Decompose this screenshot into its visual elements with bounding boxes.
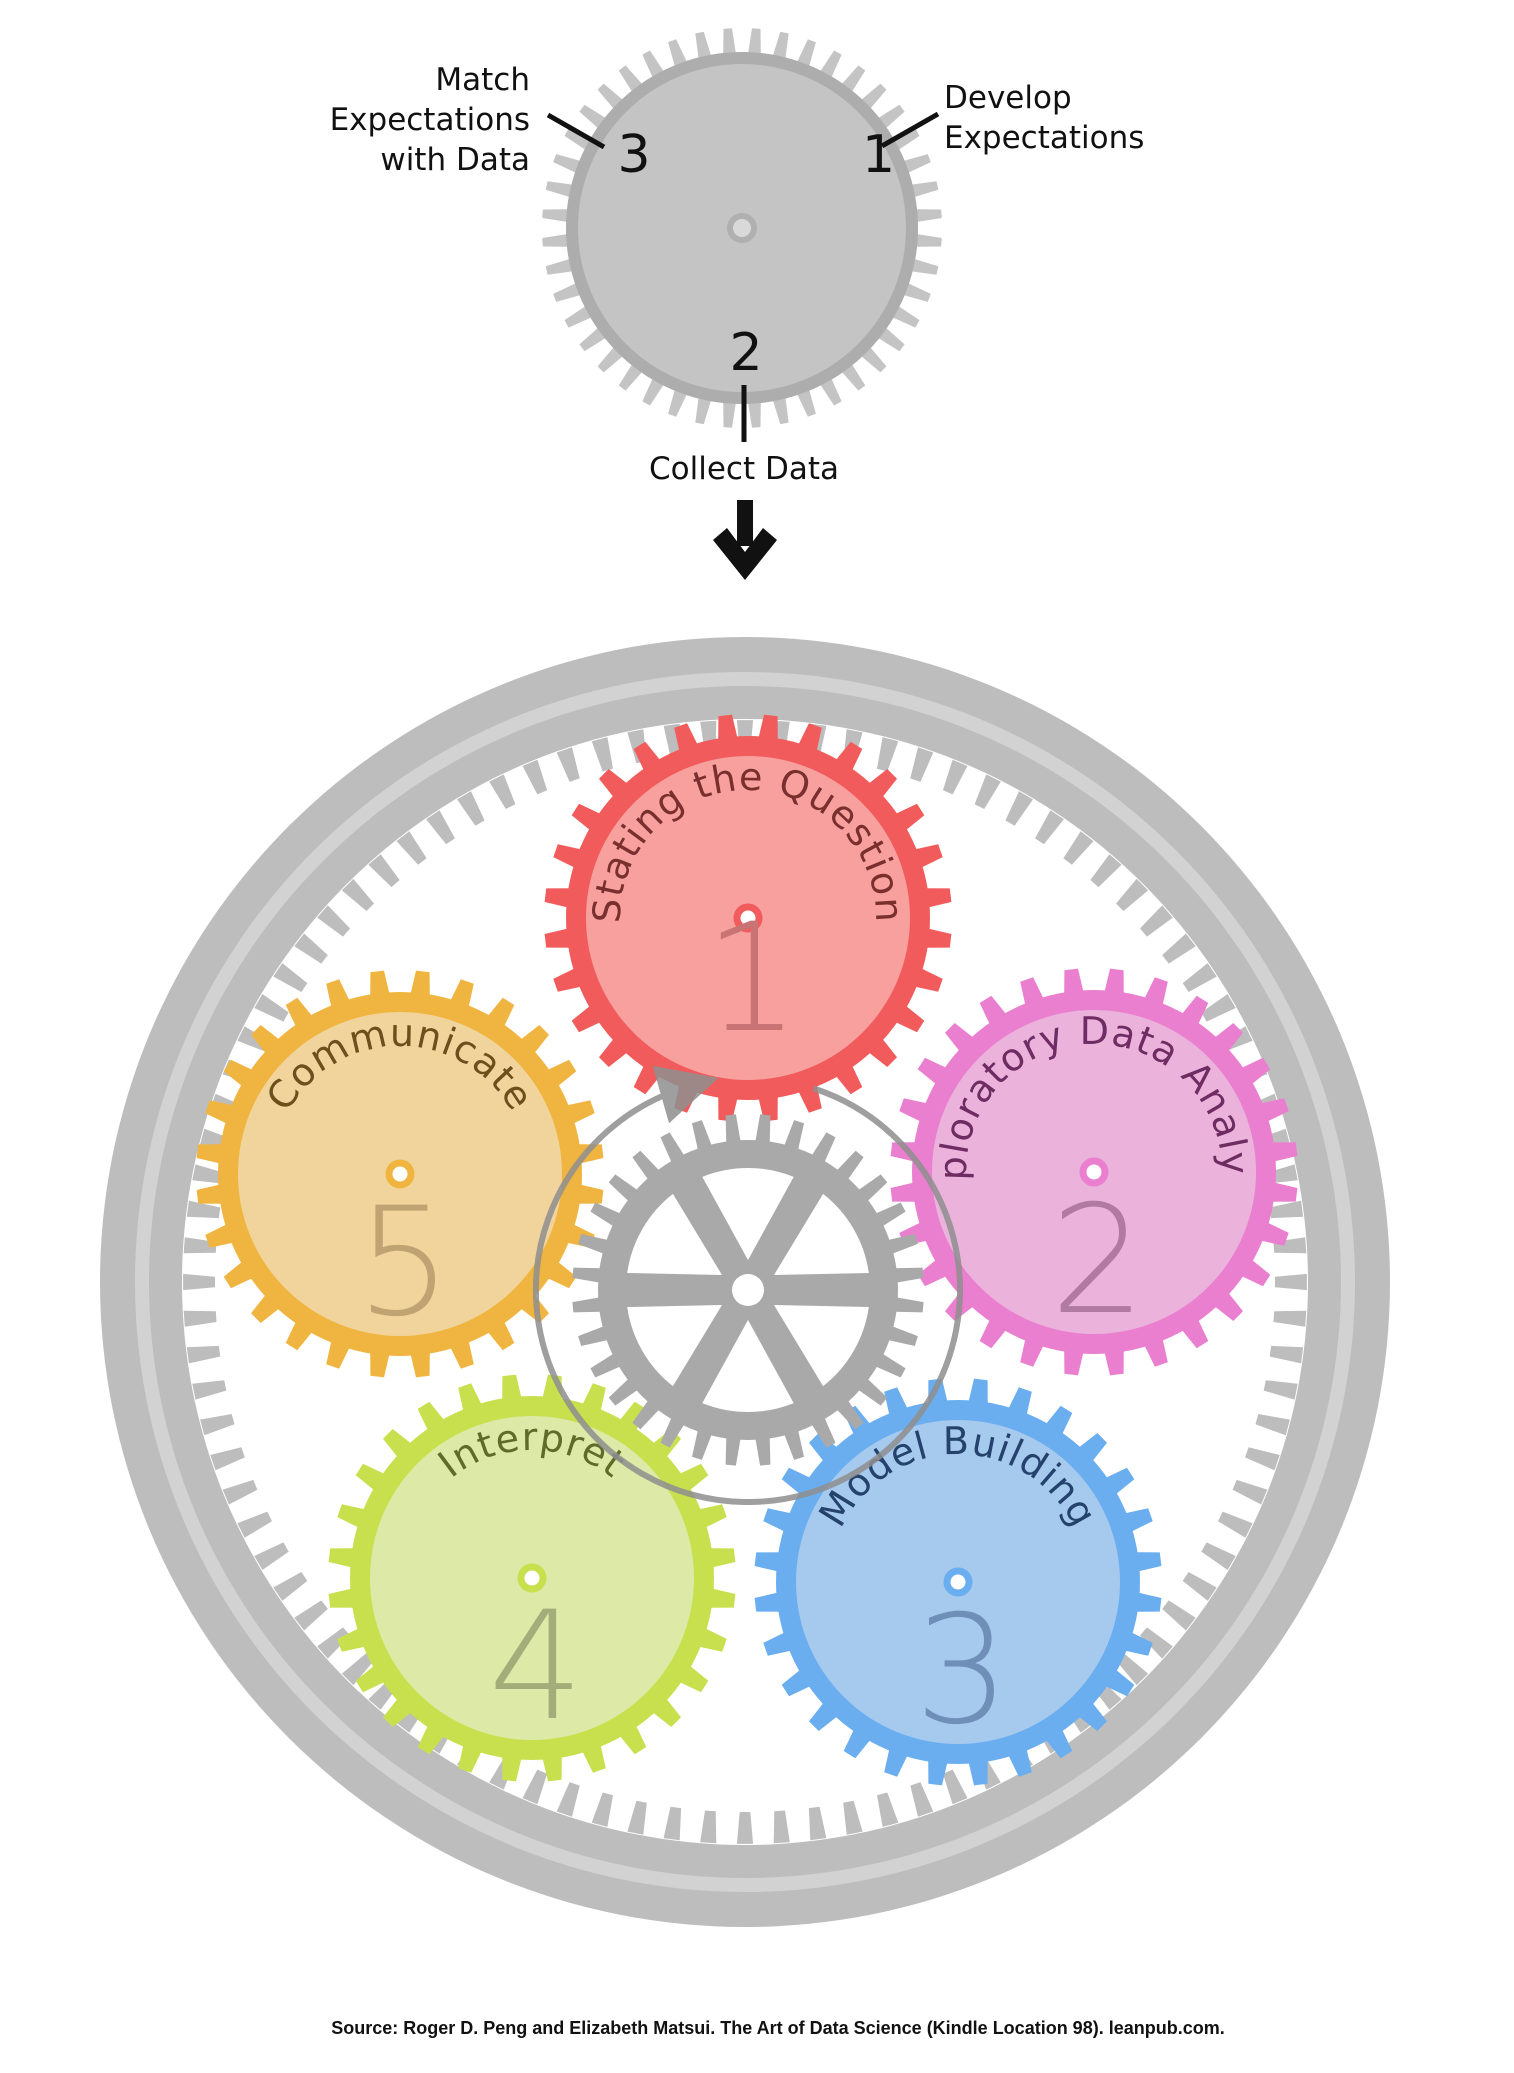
stage-gear-4: Interpret 4	[328, 1374, 736, 1782]
center-gear-window	[627, 1305, 722, 1387]
top-step-3: 3 Match Expectations with Data	[330, 62, 651, 185]
stage-gear-1-hub	[733, 903, 763, 933]
cycle-arrow-icon	[532, 1065, 963, 1505]
center-gear-window	[774, 1305, 869, 1387]
down-arrow-icon	[713, 500, 777, 580]
top-step-1-label-line-2: Expectations	[944, 120, 1144, 156]
top-step-3-number: 3	[617, 125, 650, 185]
center-gear-spokes	[627, 1168, 869, 1412]
top-step-2: 2 Collect Data	[649, 323, 839, 487]
top-step-2-number: 2	[729, 323, 762, 383]
center-gear-window	[774, 1193, 869, 1275]
stage-gear-4-number: 4	[488, 1580, 583, 1754]
stage-gear-1: Stating the Question 1	[544, 714, 952, 1122]
stage-gear-3-number: 3	[914, 1584, 1009, 1758]
top-step-1-number: 1	[862, 125, 895, 185]
center-gear-window	[627, 1193, 722, 1275]
top-step-3-label-line-2: Expectations	[330, 102, 530, 138]
stage-gear-1-number: 1	[704, 892, 799, 1066]
stage-gear-5-hub	[385, 1159, 415, 1189]
stage-gear-3-hub	[943, 1567, 973, 1597]
stage-gear-2-hub	[1079, 1157, 1109, 1187]
top-step-3-label-line-3: with Data	[380, 142, 530, 178]
source-citation: Source: Roger D. Peng and Elizabeth Mats…	[331, 2018, 1224, 2038]
stage-gear-5: Communicate 5	[196, 970, 604, 1378]
stage-gear-2-number: 2	[1050, 1174, 1145, 1348]
stage-gear-5-number: 5	[356, 1176, 451, 1350]
stage-gear-4-hub	[517, 1563, 547, 1593]
top-step-1-label-line-1: Develop	[944, 80, 1072, 116]
top-step-2-label: Collect Data	[649, 451, 839, 487]
top-step-3-label-line-1: Match	[435, 62, 530, 98]
top-step-1: 1 Develop Expectations	[862, 80, 1144, 185]
stage-gear-3: Model Building 3	[754, 1378, 1162, 1786]
center-gear-window	[702, 1320, 794, 1412]
center-gear-window	[702, 1168, 794, 1260]
center-gear	[572, 1114, 924, 1466]
